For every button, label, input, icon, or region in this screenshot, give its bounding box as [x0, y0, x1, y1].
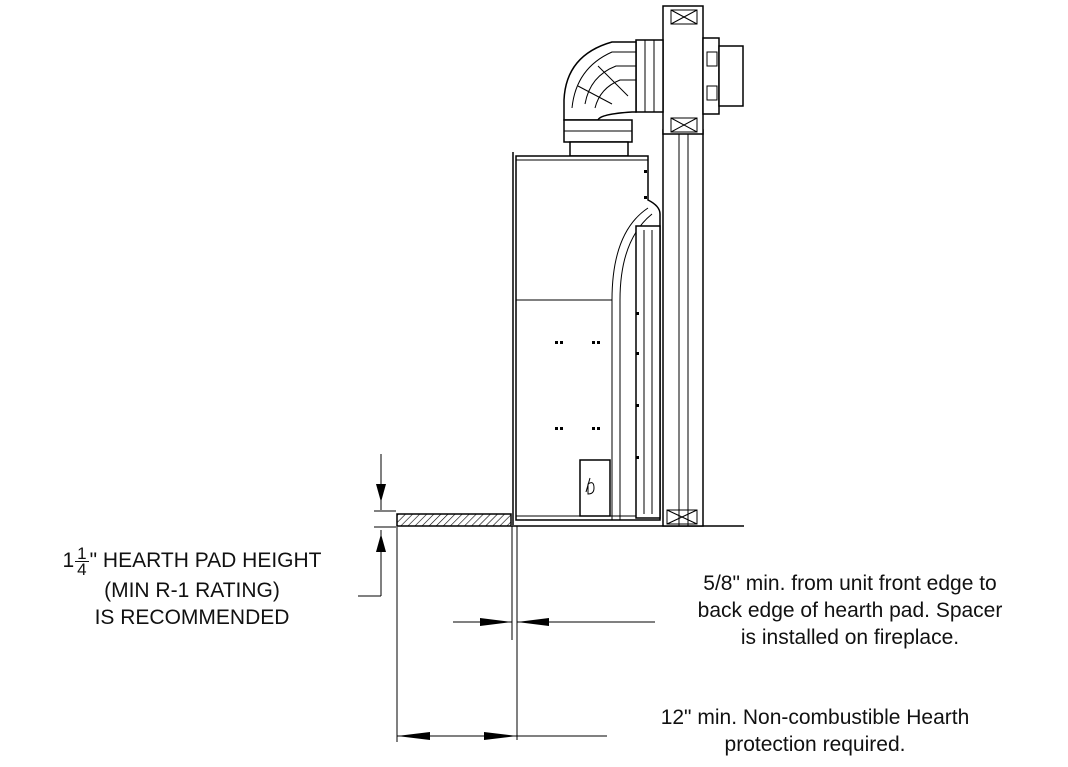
hearth-note: 12" min. Non-combustible Hearth protecti… [600, 704, 1030, 758]
pad-recommended-text: IS RECOMMENDED [94, 606, 290, 629]
pad-height-dimension [358, 454, 396, 597]
hearth-dimension [396, 527, 607, 742]
hearth-pad [396, 513, 512, 527]
hearth-note-line1: 12" min. Non-combustible Hearth [660, 706, 970, 729]
vent-elbow [563, 41, 637, 157]
fraction-numerator: 1 [75, 544, 89, 563]
hearth-note-line2: protection required. [724, 733, 906, 756]
spacer-note-line2: back edge of hearth pad. Spacer [697, 599, 1003, 622]
fraction-denominator: 4 [77, 560, 87, 579]
spacer-note-line3: is installed on fireplace. [740, 626, 960, 649]
spacer-dimension [453, 526, 655, 740]
fireplace-unit [512, 152, 661, 525]
spacer-note-line1: 5/8" min. from unit front edge to [703, 572, 997, 595]
vent-chase [662, 129, 704, 527]
spacer-note: 5/8" min. from unit front edge to back e… [630, 570, 1068, 651]
pad-rating-text: (MIN R-1 RATING) [104, 579, 280, 602]
vent-termination [635, 5, 744, 135]
pad-height-whole: 1 [62, 549, 75, 573]
pad-height-text: " HEARTH PAD HEIGHT [89, 549, 322, 573]
